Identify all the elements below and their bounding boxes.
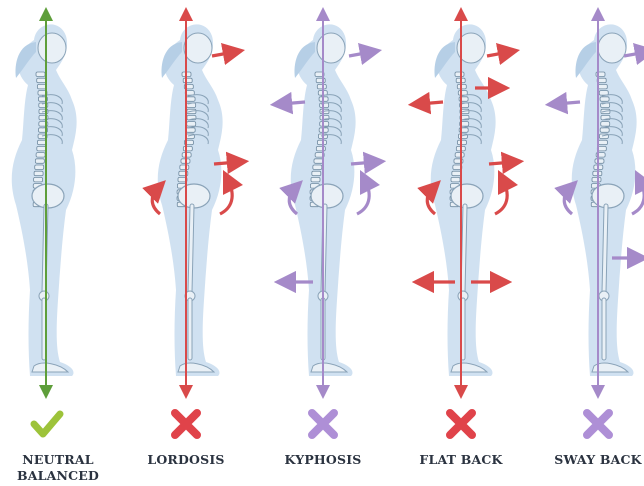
vertebra	[36, 72, 45, 77]
pelvis-tilt-arrow	[564, 188, 572, 214]
vertebra	[598, 84, 607, 89]
figure-swayback	[556, 14, 644, 435]
femur-inner	[463, 206, 465, 292]
head-forward-arrow	[349, 52, 371, 56]
skull	[38, 33, 66, 63]
pelvis-tilt-arrow	[357, 180, 369, 214]
label-line: BALANCED	[0, 468, 118, 484]
pelvis-tilt-arrow	[495, 180, 507, 214]
label-lordosis: LORDOSIS	[126, 452, 246, 468]
pelvis	[592, 184, 624, 208]
cross-icon	[450, 413, 472, 435]
vertebra	[37, 78, 46, 83]
vertebra	[452, 171, 461, 176]
vertebra	[320, 122, 329, 127]
femur-inner	[604, 206, 606, 292]
vertebra	[35, 165, 44, 170]
vertebra	[598, 140, 607, 145]
vertebra	[317, 140, 326, 145]
vertebra	[35, 159, 44, 164]
head-forward-arrow	[624, 52, 644, 56]
pelvis	[32, 184, 64, 208]
vertebra	[311, 177, 320, 182]
pelvis	[311, 184, 343, 208]
cross-icon	[312, 413, 334, 435]
upper-back-arrow	[281, 102, 305, 104]
head-forward-arrow	[212, 52, 234, 56]
vertebra	[186, 97, 195, 102]
vertebra	[180, 165, 189, 170]
figure-flatback	[419, 14, 513, 435]
label-sway-back: SWAY BACK	[538, 452, 644, 468]
vertebra	[455, 72, 464, 77]
pelvis-tilt-arrow	[220, 180, 232, 214]
skull	[184, 33, 212, 63]
head-forward-arrow	[487, 52, 509, 56]
pelvis	[178, 184, 210, 208]
cross-icon	[175, 413, 197, 435]
vertebra	[183, 78, 192, 83]
figure-neutral	[12, 14, 77, 434]
cross-icon	[587, 413, 609, 435]
vertebra	[317, 84, 326, 89]
belly-forward-arrow	[489, 162, 513, 164]
figure-lordosis	[152, 14, 238, 435]
label-flat-back: FLAT BACK	[401, 452, 521, 468]
vertebra	[592, 177, 601, 182]
label-line: NEUTRAL	[0, 452, 118, 468]
vertebra	[34, 177, 43, 182]
label-line: FLAT BACK	[401, 452, 521, 468]
label-line: KYPHOSIS	[263, 452, 383, 468]
vertebra	[37, 146, 46, 151]
vertebra	[312, 171, 321, 176]
check-icon	[34, 414, 60, 434]
belly-forward-arrow	[214, 162, 238, 164]
vertebra	[187, 122, 196, 127]
skull	[317, 33, 345, 63]
vertebra	[186, 128, 195, 133]
belly-forward-arrow	[351, 162, 375, 164]
label-neutral-balanced: NEUTRAL BALANCED	[0, 452, 118, 484]
pelvis	[451, 184, 483, 208]
vertebra	[183, 146, 192, 151]
vertebra	[34, 171, 43, 176]
vertebra	[600, 97, 609, 102]
vertebra	[313, 165, 322, 170]
figure-kyphosis	[281, 14, 375, 435]
vertebra	[600, 128, 609, 133]
femur-inner	[190, 206, 192, 292]
vertebra	[314, 159, 323, 164]
vertebra	[601, 122, 610, 127]
label-line: LORDOSIS	[126, 452, 246, 468]
upper-back-arrow	[556, 102, 580, 104]
upper-back-arrow	[419, 102, 443, 104]
vertebra	[595, 159, 604, 164]
skull	[598, 33, 626, 63]
vertebra	[451, 177, 460, 182]
vertebra	[36, 153, 45, 158]
vertebra	[455, 153, 464, 158]
label-kyphosis: KYPHOSIS	[263, 452, 383, 468]
label-line: SWAY BACK	[538, 452, 644, 468]
